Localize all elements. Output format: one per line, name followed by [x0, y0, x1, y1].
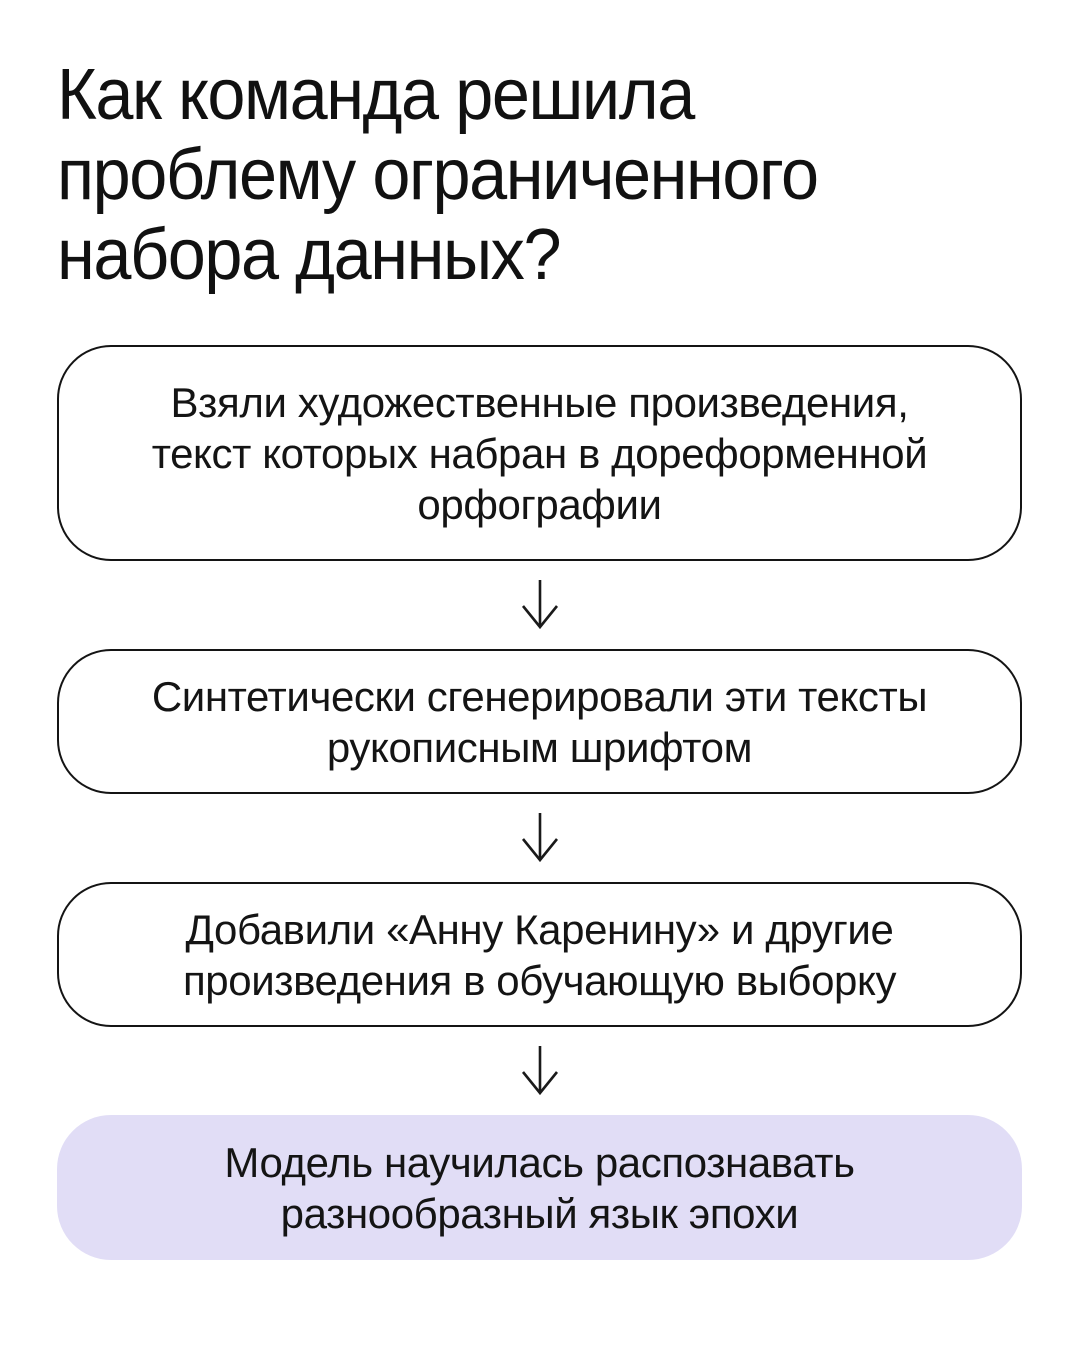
flow-step-2: Синтетически сгенерировали эти тексты ру…	[57, 649, 1022, 794]
page-title: Как команда решила проблему ограниченног…	[57, 55, 819, 295]
flow-step-4-text: Модель научилась распознавать разнообраз…	[224, 1138, 855, 1237]
flow-step-3-text: Добавили «Анну Каренину» и другие произв…	[182, 905, 897, 1004]
flow-step-4-highlighted: Модель научилась распознавать разнообраз…	[57, 1115, 1022, 1260]
content-column: Как команда решила проблему ограниченног…	[57, 0, 1022, 1260]
down-arrow-icon	[57, 561, 1022, 649]
flow-step-1-text: Взяли художественные произведения, текст…	[151, 378, 928, 528]
flow-step-1: Взяли художественные произведения, текст…	[57, 345, 1022, 561]
flowchart: Взяли художественные произведения, текст…	[57, 345, 1022, 1260]
down-arrow-icon	[57, 1027, 1022, 1115]
flow-step-3: Добавили «Анну Каренину» и другие произв…	[57, 882, 1022, 1027]
flow-step-2-text: Синтетически сгенерировали эти тексты ру…	[151, 672, 928, 771]
down-arrow-icon	[57, 794, 1022, 882]
